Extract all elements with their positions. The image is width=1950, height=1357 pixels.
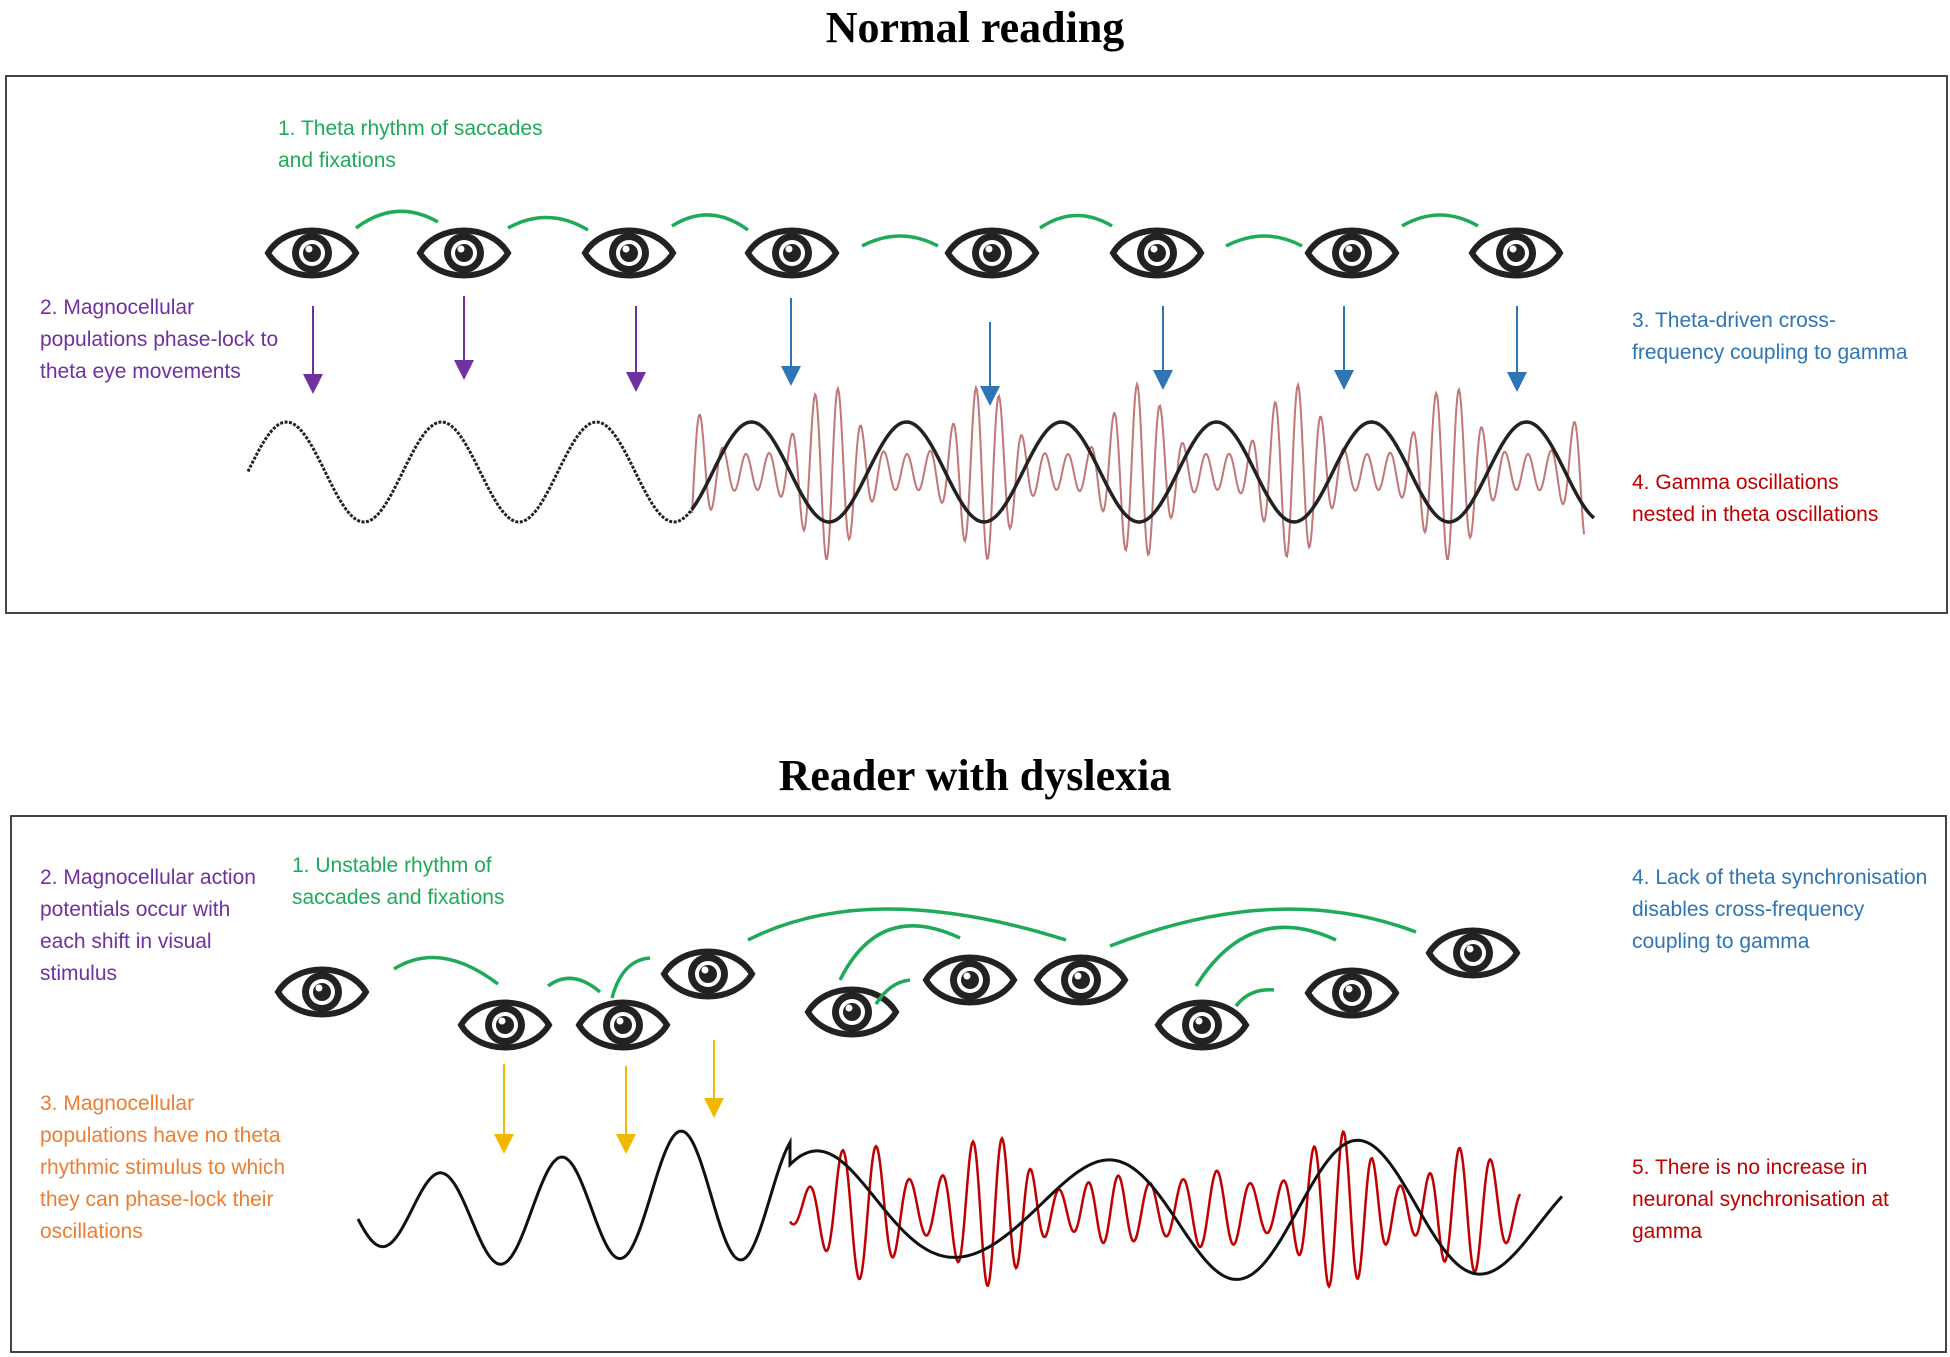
arrow-down-icon [303,306,323,394]
magnocellular-phase-lock-label: 2. Magnocellular populations phase-lock … [40,296,279,383]
magnocellular-action-potentials-label: 2. Magnocellular action potentials occur… [40,866,256,985]
no-gamma-sync-label: 5. There is no increase in neuronal sync… [1632,1156,1889,1243]
unstable-saccade-arcs [393,907,1417,1008]
dyslexia-title: Reader with dyslexia [778,751,1172,800]
eye-icon [926,958,1014,1003]
theta-wave [690,420,1596,524]
lack-theta-sync-label: 4. Lack of theta synchronisation disable… [1632,866,1928,953]
eye-icon [585,231,673,276]
eye-icon [420,231,508,276]
eye-icon [1308,971,1396,1016]
arrow-down-icon [980,322,1000,406]
cross-frequency-coupling-label: 3. Theta-driven cross-frequency coupling… [1632,309,1908,364]
arrow-down-icon [781,298,801,386]
eye-icon [748,231,836,276]
eye-icon [1429,931,1517,976]
eye-icon [1037,958,1125,1003]
eye-icon [1158,1003,1246,1048]
eye-icon [268,231,356,276]
eye-icon [1113,231,1201,276]
eye-icon [664,952,752,997]
eye-icon [1472,231,1560,276]
arrow-down-icon [704,1040,724,1118]
gamma-wave-irregular [788,1130,1522,1289]
unstable-rhythm-label: 1. Unstable rhythm of saccades and fixat… [292,854,505,909]
arrow-down-icon [616,1066,636,1154]
normal-reading-title: Normal reading [825,3,1125,52]
gamma-nested-label: 4. Gamma oscillations nested in theta os… [1632,471,1879,526]
arrow-down-icon [1334,306,1354,390]
normal-reading-panel [5,75,1948,614]
no-theta-stimulus-label: 3. Magnocellular populations have no the… [40,1092,286,1243]
theta-wave-irregular [356,1129,1564,1281]
eye-icon [1308,231,1396,276]
arrow-down-icon [626,306,646,392]
saccade-arcs [354,209,1479,248]
gamma-wave [691,380,1585,561]
arrow-down-icon [1507,306,1527,392]
arrow-down-icon [1153,306,1173,390]
eye-icon [461,1003,549,1048]
arrow-down-icon [494,1064,514,1154]
eye-icon [278,970,366,1015]
theta-wave-dotted [246,420,696,524]
theta-rhythm-label: 1. Theta rhythm of saccades and fixation… [278,117,543,172]
dyslexia-panel [10,815,1947,1353]
eye-icon [579,1003,667,1048]
eye-icon [948,231,1036,276]
arrow-down-icon [454,296,474,380]
